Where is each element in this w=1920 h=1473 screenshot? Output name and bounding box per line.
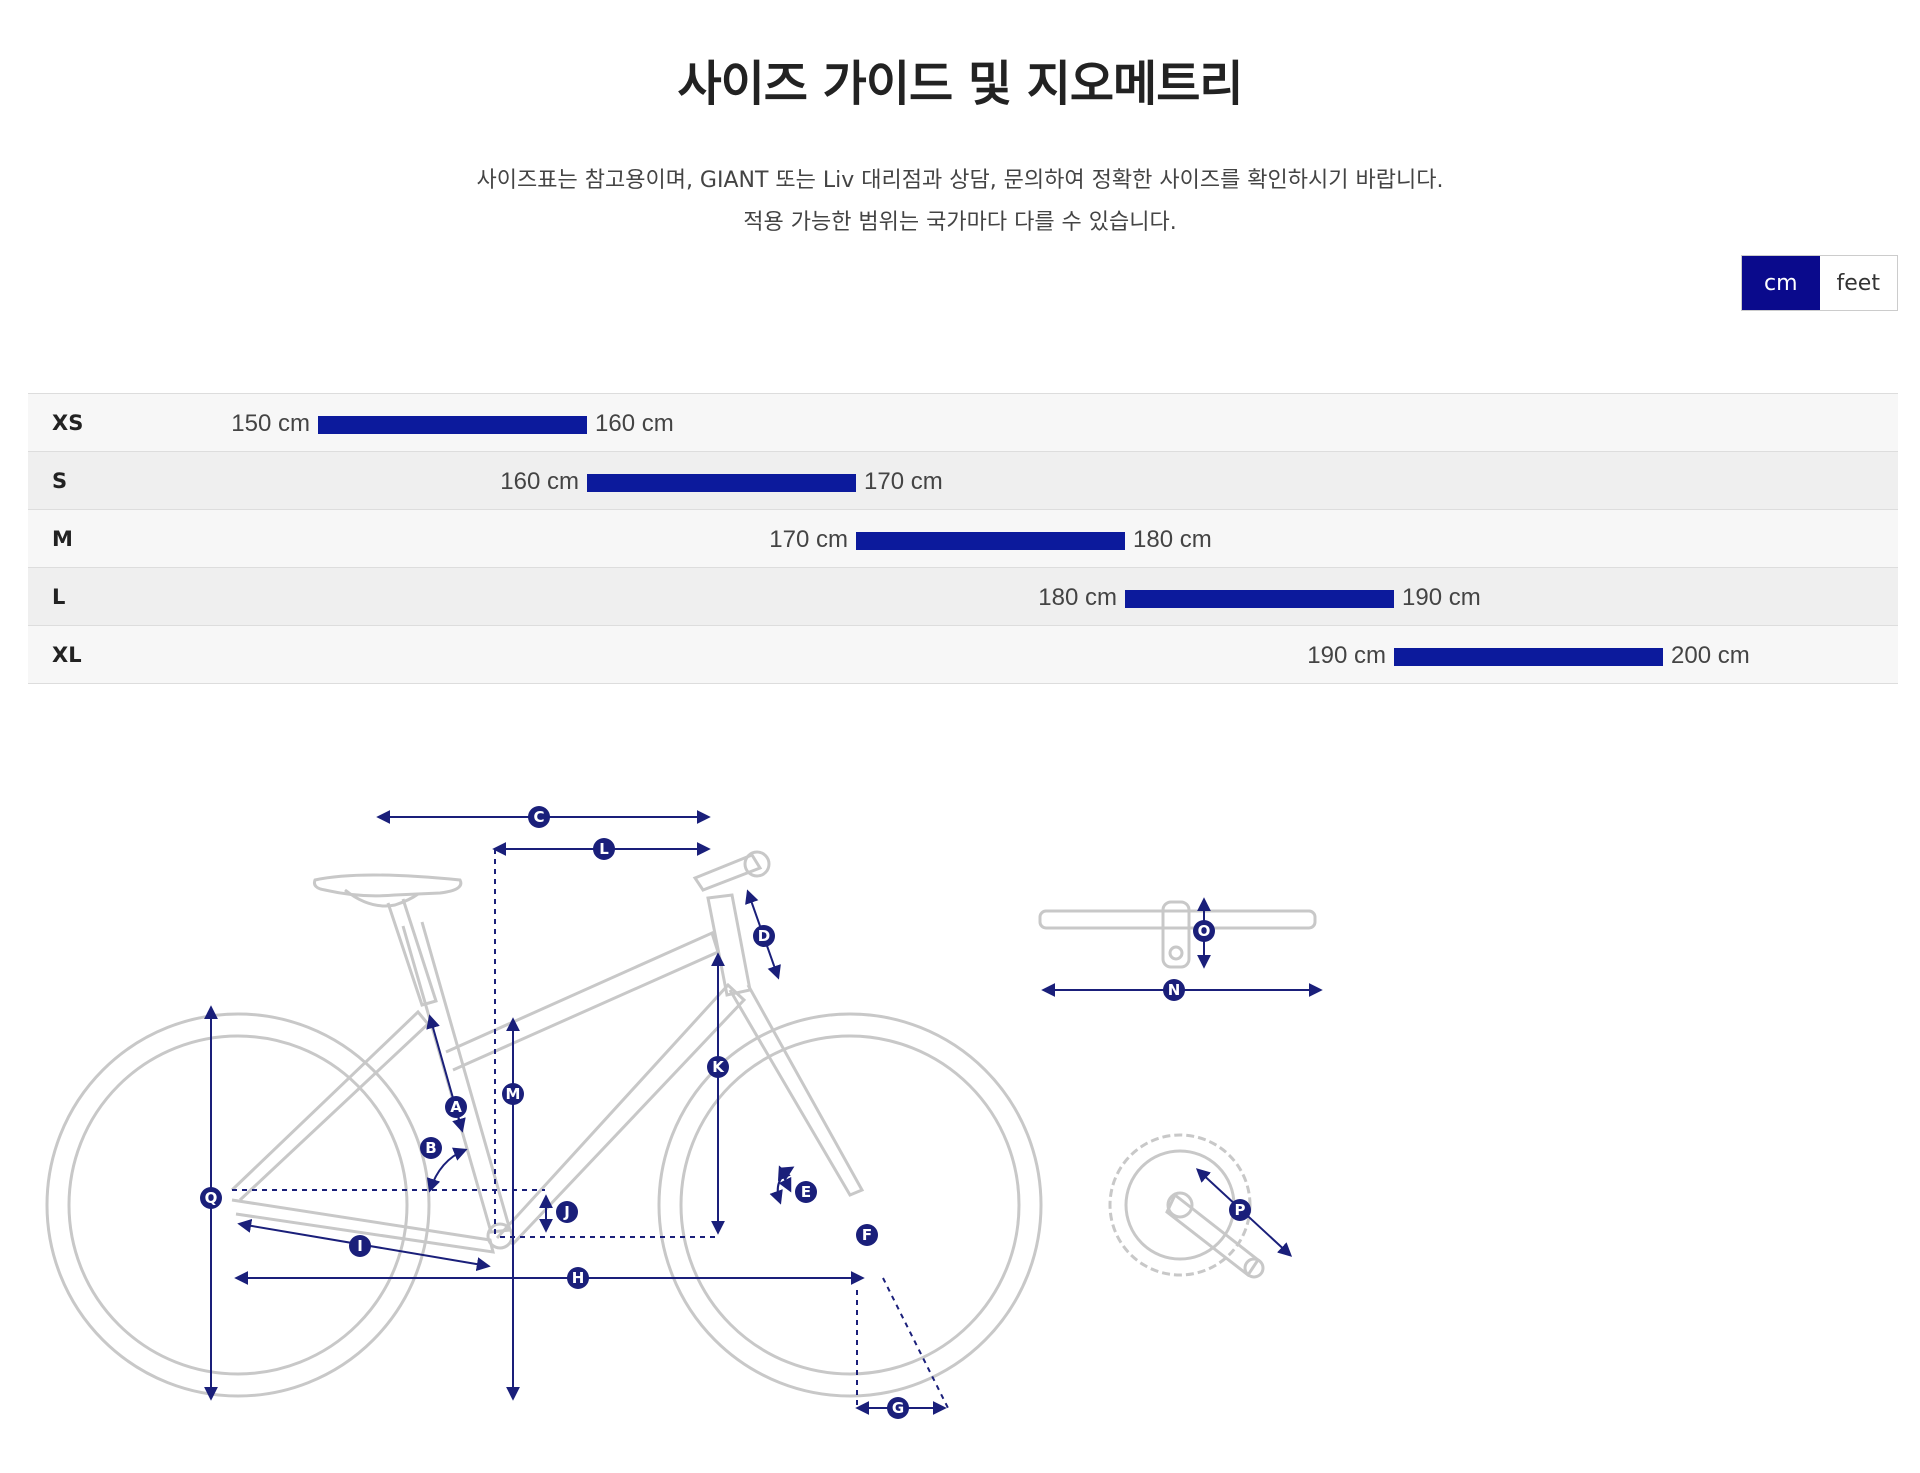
pedal-spindle bbox=[1243, 1257, 1265, 1279]
marker-b: B bbox=[420, 1137, 442, 1159]
range-max-label: 180 cm bbox=[1133, 526, 1212, 553]
seat-post bbox=[386, 898, 438, 1007]
head-tube bbox=[706, 893, 752, 997]
subtitle: 사이즈표는 참고용이며, GIANT 또는 Liv 대리점과 상담, 문의하여 … bbox=[0, 160, 1920, 244]
handlebar-stem bbox=[1161, 900, 1191, 969]
size-label: XL bbox=[52, 643, 82, 667]
seat-tube bbox=[401, 921, 512, 1234]
measurement-arrows bbox=[204, 810, 1323, 1415]
saddle-rail bbox=[344, 888, 419, 908]
marker-i-label: I bbox=[357, 1237, 363, 1255]
front-wheel-inner bbox=[679, 1034, 1021, 1376]
marker-p: P bbox=[1229, 1199, 1251, 1221]
crank-arm bbox=[1165, 1192, 1261, 1278]
fork bbox=[728, 984, 865, 1197]
marker-d: D bbox=[753, 925, 775, 947]
reference-lines bbox=[232, 849, 949, 1409]
range-bar bbox=[856, 532, 1125, 550]
marker-o-label: O bbox=[1198, 922, 1211, 940]
range-min-label: 160 cm bbox=[500, 468, 579, 495]
marker-j: J bbox=[556, 1201, 578, 1223]
handlebar-end bbox=[743, 850, 771, 878]
bike-outline bbox=[45, 850, 1043, 1398]
marker-g-label: G bbox=[892, 1399, 904, 1417]
chain-stay bbox=[231, 1198, 495, 1254]
marker-m: M bbox=[502, 1083, 524, 1105]
chainring-outer bbox=[1108, 1133, 1252, 1277]
range-max-label: 190 cm bbox=[1402, 584, 1481, 611]
marker-g: G bbox=[887, 1397, 909, 1419]
marker-c-label: C bbox=[533, 808, 544, 826]
chainring-inner bbox=[1124, 1149, 1236, 1261]
rear-wheel-inner bbox=[67, 1034, 409, 1376]
size-table: XS 150 cm 160 cm S 160 cm 170 cm M 170 c… bbox=[28, 393, 1898, 684]
range-min-label: 150 cm bbox=[231, 410, 310, 437]
unit-cm-button[interactable]: cm bbox=[1742, 256, 1820, 310]
size-row: XS 150 cm 160 cm bbox=[28, 394, 1898, 452]
marker-a: A bbox=[445, 1096, 467, 1118]
marker-n: N bbox=[1163, 979, 1185, 1001]
range-bar bbox=[1125, 590, 1394, 608]
down-tube bbox=[495, 982, 747, 1247]
marker-f: F bbox=[856, 1224, 878, 1246]
subtitle-line-1: 사이즈표는 참고용이며, GIANT 또는 Liv 대리점과 상담, 문의하여 … bbox=[476, 168, 1444, 193]
range-max-label: 160 cm bbox=[595, 410, 674, 437]
range-min-label: 190 cm bbox=[1307, 642, 1386, 669]
marker-l-label: L bbox=[599, 840, 609, 858]
range-max-label: 200 cm bbox=[1671, 642, 1750, 669]
rear-wheel-outer bbox=[45, 1012, 431, 1398]
range-max-label: 170 cm bbox=[864, 468, 943, 495]
marker-m-label: M bbox=[506, 1085, 521, 1103]
front-wheel-outer bbox=[657, 1012, 1043, 1398]
size-row: L 180 cm 190 cm bbox=[28, 568, 1898, 626]
size-label: L bbox=[52, 585, 66, 609]
handlebar-bolt bbox=[1168, 945, 1184, 961]
unit-toggle: cm feet bbox=[1741, 255, 1898, 311]
range-bar bbox=[1394, 648, 1663, 666]
marker-f-label: F bbox=[862, 1226, 872, 1244]
seat-stay bbox=[230, 1009, 431, 1202]
marker-k-label: K bbox=[712, 1058, 725, 1076]
size-label: M bbox=[52, 527, 73, 551]
marker-j-label: J bbox=[563, 1203, 570, 1221]
marker-e-label: E bbox=[801, 1183, 811, 1201]
range-bar bbox=[318, 416, 587, 434]
marker-d-label: D bbox=[758, 927, 770, 945]
marker-a-label: A bbox=[450, 1098, 462, 1116]
page-title: 사이즈 가이드 및 지오메트리 bbox=[677, 56, 1243, 112]
size-label: XS bbox=[52, 411, 84, 435]
saddle bbox=[313, 873, 463, 898]
stem bbox=[692, 853, 763, 892]
marker-o: O bbox=[1193, 920, 1215, 942]
marker-q: Q bbox=[200, 1187, 222, 1209]
size-label: S bbox=[52, 469, 68, 493]
marker-h: H bbox=[567, 1267, 589, 1289]
marker-k: K bbox=[707, 1056, 729, 1078]
marker-b-label: B bbox=[425, 1139, 436, 1157]
unit-feet-button[interactable]: feet bbox=[1819, 256, 1897, 310]
marker-h-label: H bbox=[572, 1269, 585, 1287]
marker-e: E bbox=[795, 1181, 817, 1203]
size-row: XL 190 cm 200 cm bbox=[28, 626, 1898, 684]
handlebar-top-view bbox=[1038, 900, 1317, 969]
top-tube bbox=[445, 930, 720, 1072]
size-row: M 170 cm 180 cm bbox=[28, 510, 1898, 568]
marker-c: C bbox=[528, 806, 550, 828]
range-min-label: 180 cm bbox=[1038, 584, 1117, 611]
marker-i: I bbox=[349, 1235, 371, 1257]
size-row: S 160 cm 170 cm bbox=[28, 452, 1898, 510]
marker-l: L bbox=[593, 838, 615, 860]
subtitle-line-2: 적용 가능한 범위는 국가마다 다를 수 있습니다. bbox=[743, 210, 1177, 235]
marker-n-label: N bbox=[1168, 981, 1181, 999]
bottom-bracket bbox=[486, 1222, 514, 1250]
range-min-label: 170 cm bbox=[769, 526, 848, 553]
handlebar-bar bbox=[1038, 909, 1317, 930]
crank-spindle bbox=[1166, 1191, 1194, 1219]
marker-q-label: Q bbox=[205, 1189, 218, 1207]
marker-p-label: P bbox=[1235, 1201, 1246, 1219]
range-bar bbox=[587, 474, 856, 492]
crankset bbox=[1108, 1133, 1265, 1279]
marker-badges: C L D A B M K Q J E F I H G O N P bbox=[200, 806, 1251, 1419]
